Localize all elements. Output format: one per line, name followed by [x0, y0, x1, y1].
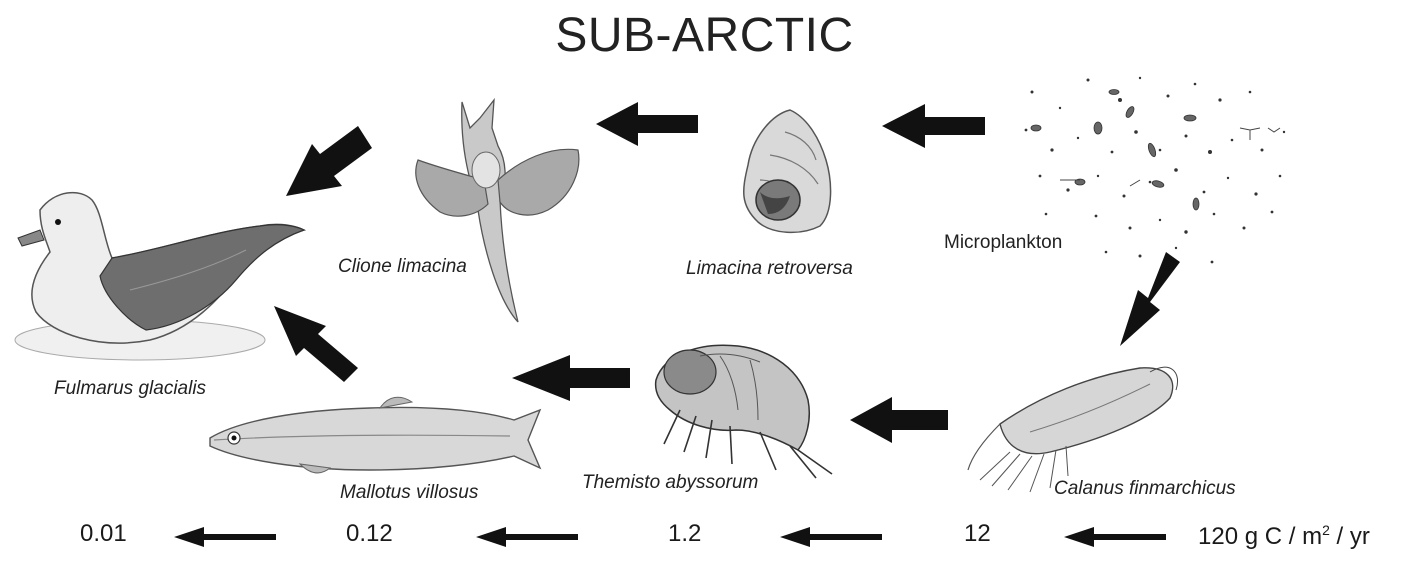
- label-fulmarus-glacialis: Fulmarus glacialis: [54, 378, 206, 400]
- arrow-mallotus-to-fulmarus: [274, 306, 358, 382]
- arrow-themisto-to-mallotus: [512, 355, 630, 401]
- label-calanus-finmarchicus: Calanus finmarchicus: [1054, 478, 1236, 500]
- production-level-1: 0.12: [346, 520, 393, 548]
- arrow-production-1-to-0: [174, 527, 276, 547]
- production-level-4-value: 120 g C / m: [1198, 523, 1322, 550]
- production-level-4: 120 g C / m2 / yr: [1198, 522, 1370, 551]
- production-level-4-exponent: 2: [1322, 522, 1330, 538]
- label-limacina-retroversa: Limacina retroversa: [686, 258, 853, 280]
- label-mallotus-villosus: Mallotus villosus: [340, 482, 478, 504]
- arrow-clione-to-fulmarus: [286, 126, 372, 196]
- label-microplankton: Microplankton: [944, 232, 1062, 254]
- arrow-limacina-to-clione: [596, 102, 698, 146]
- production-level-0: 0.01: [80, 520, 127, 548]
- production-level-3: 12: [964, 520, 991, 548]
- arrow-microplankton-to-calanus: [1120, 252, 1180, 346]
- arrow-production-3-to-2: [780, 527, 882, 547]
- label-themisto-abyssorum: Themisto abyssorum: [582, 472, 758, 494]
- production-level-2: 1.2: [668, 520, 701, 548]
- arrow-microplankton-to-limacina: [882, 104, 985, 148]
- arrow-production-4-to-3: [1064, 527, 1166, 547]
- arrow-production-2-to-1: [476, 527, 578, 547]
- label-clione-limacina: Clione limacina: [338, 256, 467, 278]
- production-level-4-suffix: / yr: [1330, 523, 1370, 550]
- arrow-calanus-to-themisto: [850, 397, 948, 443]
